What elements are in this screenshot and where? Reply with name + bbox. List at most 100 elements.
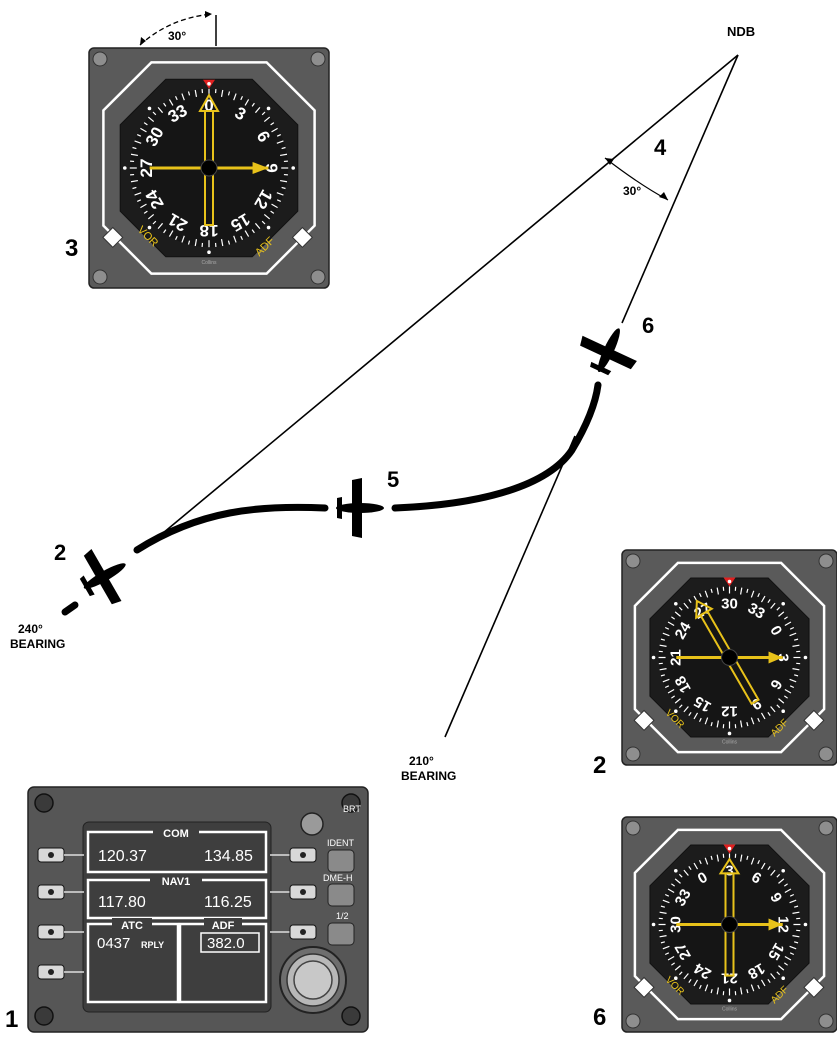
atc-mode: RPLY bbox=[141, 940, 164, 950]
heading-tick-label: 21 bbox=[721, 969, 738, 986]
heading-tick-label: 24 bbox=[691, 959, 715, 982]
heading-tick-label: 24 bbox=[672, 619, 695, 643]
atc-label: ATC bbox=[121, 920, 143, 932]
brand-label: Collins bbox=[722, 740, 738, 746]
brt-label: BRT bbox=[343, 804, 361, 814]
airplane-position-6 bbox=[571, 315, 647, 385]
radio-panel-number: 1 bbox=[5, 1006, 18, 1033]
heading-knob-icon[interactable] bbox=[803, 976, 825, 999]
heading-tick-label: 27 bbox=[137, 159, 156, 178]
nav-label: NAV1 bbox=[162, 876, 191, 888]
course-knob-icon[interactable] bbox=[102, 226, 124, 249]
panel-6-number: 6 bbox=[593, 1004, 606, 1031]
bearing-240-word: BEARING bbox=[10, 637, 65, 651]
screw-icon bbox=[310, 269, 326, 285]
position-5-label: 5 bbox=[387, 467, 399, 492]
course-knob-icon[interactable] bbox=[633, 709, 655, 732]
heading-tick-label: 3 bbox=[725, 863, 733, 880]
heading-tick-label: 15 bbox=[764, 940, 787, 963]
atc-code: 0437 bbox=[97, 935, 130, 952]
heading-knob-icon[interactable] bbox=[291, 226, 314, 249]
brightness-knob[interactable] bbox=[300, 812, 324, 836]
angle-30-label: 30° bbox=[623, 184, 641, 198]
aircraft-symbol bbox=[200, 159, 218, 177]
airplane-position-5 bbox=[336, 478, 384, 538]
heading-knob-icon[interactable] bbox=[803, 709, 825, 732]
bearing-line-ndb-to-6 bbox=[621, 54, 739, 324]
screw-icon bbox=[34, 1006, 54, 1026]
tuning-knob-inner[interactable] bbox=[293, 960, 333, 1000]
screw-icon bbox=[310, 51, 326, 67]
heading-tick-label: 27 bbox=[672, 940, 695, 963]
dme-label: DME-H bbox=[323, 873, 353, 883]
com-active-freq: 120.37 bbox=[98, 848, 147, 865]
com-standby-freq: 134.85 bbox=[204, 848, 253, 865]
heading-tick-label: 3 bbox=[774, 653, 791, 661]
heading-tick-label: 12 bbox=[774, 916, 791, 933]
bearing-line-210 bbox=[444, 435, 576, 738]
heading-tick-label: 12 bbox=[721, 702, 738, 719]
screw-icon bbox=[341, 793, 361, 813]
brand-label: Collins bbox=[722, 1007, 738, 1013]
panel-2-number: 2 bbox=[593, 752, 606, 779]
flight-path bbox=[61, 381, 602, 616]
half-button[interactable] bbox=[327, 922, 355, 946]
ndb-label: NDB bbox=[727, 24, 755, 39]
heading-tick-label: 30 bbox=[668, 916, 685, 933]
heading-tick-label: 15 bbox=[691, 692, 714, 715]
right-select-keys bbox=[270, 847, 317, 940]
radio-control-head: COM 120.37 134.85 NAV1 117.80 116.25 ATC… bbox=[27, 786, 369, 1033]
panel-3-number: 3 bbox=[65, 235, 78, 262]
top-angle-indicator: 30° bbox=[139, 11, 217, 46]
aircraft-symbol bbox=[721, 916, 738, 933]
bearing-lines bbox=[144, 54, 739, 738]
bearing-240-value: 240° bbox=[18, 622, 43, 636]
bearing-line-240 bbox=[144, 54, 739, 549]
heading-tick-label: 9 bbox=[262, 163, 281, 172]
screw-icon bbox=[818, 746, 834, 762]
heading-tick-label: 21 bbox=[668, 649, 685, 666]
heading-tick-label: 33 bbox=[745, 600, 768, 623]
airplane-position-2 bbox=[68, 538, 141, 614]
screw-icon bbox=[625, 553, 641, 569]
left-select-keys bbox=[37, 847, 84, 980]
half-label: 1/2 bbox=[336, 911, 349, 921]
course-knob-icon[interactable] bbox=[633, 976, 655, 999]
heading-tick-label: 33 bbox=[672, 886, 695, 909]
heading-tick-label: 18 bbox=[745, 959, 768, 982]
screw-icon bbox=[625, 1013, 641, 1029]
heading-tick-label: 0 bbox=[204, 96, 213, 115]
heading-tick-label: 30 bbox=[721, 596, 738, 613]
screw-icon bbox=[34, 793, 54, 813]
screw-icon bbox=[341, 1006, 361, 1026]
bearing-210-value: 210° bbox=[409, 754, 434, 768]
nav-standby-freq: 116.25 bbox=[204, 894, 252, 911]
screw-icon bbox=[92, 51, 108, 67]
angle-30-top-label: 30° bbox=[168, 29, 186, 43]
screw-icon bbox=[818, 820, 834, 836]
brand-label: Collins bbox=[201, 260, 217, 266]
screw-icon bbox=[818, 1013, 834, 1029]
position-6-label: 6 bbox=[642, 313, 654, 338]
heading-tick-label: 18 bbox=[672, 673, 695, 696]
screw-icon bbox=[92, 269, 108, 285]
nav-active-freq: 117.80 bbox=[98, 894, 146, 911]
dme-hold-button[interactable] bbox=[327, 883, 355, 907]
ident-label: IDENT bbox=[327, 838, 355, 848]
position-4-label: 4 bbox=[654, 135, 667, 160]
screw-icon bbox=[625, 820, 641, 836]
angle-30-indicator: 30° bbox=[604, 157, 669, 201]
adf-label: ADF bbox=[212, 920, 235, 932]
bearing-210-word: BEARING bbox=[401, 769, 456, 783]
adf-freq-box bbox=[200, 932, 260, 953]
screw-icon bbox=[818, 553, 834, 569]
aircraft-symbol bbox=[721, 649, 738, 666]
position-2-label: 2 bbox=[54, 540, 66, 565]
ident-button[interactable] bbox=[327, 849, 355, 873]
adf-frequency: 382.0 bbox=[207, 935, 245, 952]
screw-icon bbox=[625, 746, 641, 762]
